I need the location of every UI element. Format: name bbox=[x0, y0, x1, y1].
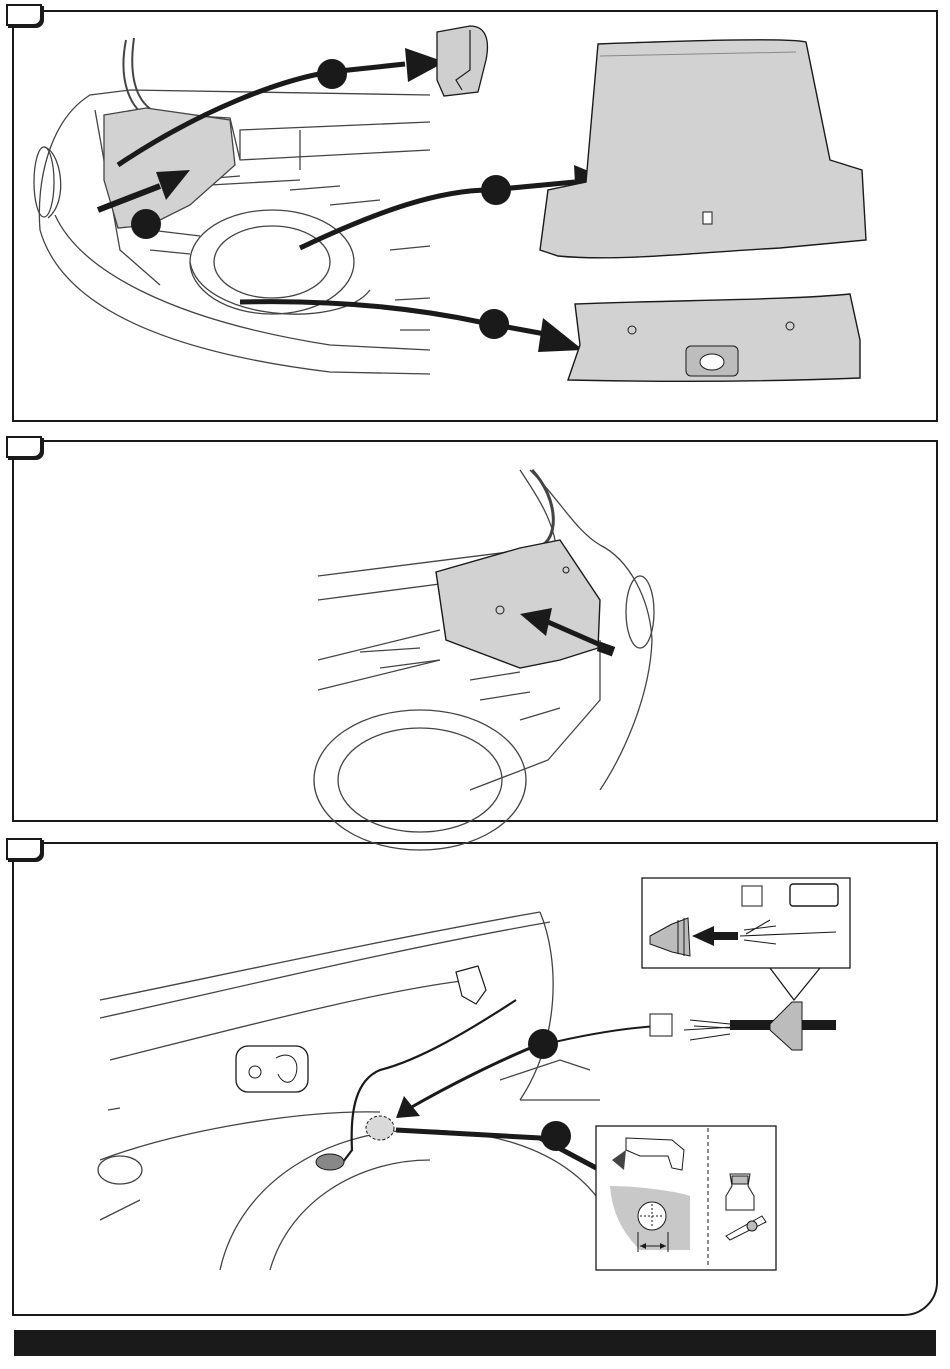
harness-checkbox bbox=[650, 1014, 672, 1036]
taillight-shape bbox=[34, 147, 54, 217]
floor-mat-part bbox=[540, 40, 866, 258]
arrow-to-rear-trim bbox=[538, 318, 583, 352]
step-1-drawing bbox=[34, 38, 430, 374]
inset-label-box bbox=[790, 884, 838, 906]
trunk-latch bbox=[456, 966, 486, 1004]
harness-grommet bbox=[770, 1002, 802, 1050]
drill-hole-location bbox=[366, 1116, 394, 1140]
callout-dot-2 bbox=[481, 175, 511, 205]
inset-checkbox-small bbox=[742, 886, 762, 906]
side-trim-panel bbox=[104, 108, 235, 228]
floor-mat-handle bbox=[703, 212, 712, 224]
step-2-drawing bbox=[314, 470, 654, 850]
callout-dot-5 bbox=[528, 1029, 558, 1059]
callout-dot-1 bbox=[317, 59, 347, 89]
wiring-harness bbox=[340, 1000, 516, 1166]
callout-dot-3 bbox=[479, 309, 509, 339]
taillight-shape-2 bbox=[626, 576, 654, 648]
side-trim-panel-2 bbox=[436, 540, 600, 668]
callout-dot-6 bbox=[541, 1121, 571, 1151]
footer-bar bbox=[14, 1330, 936, 1356]
grommet-in-place bbox=[316, 1154, 344, 1170]
callout-dot-4 bbox=[131, 209, 161, 239]
trim-clip-part bbox=[437, 26, 487, 96]
arrow-to-drill-hole bbox=[396, 1096, 420, 1118]
